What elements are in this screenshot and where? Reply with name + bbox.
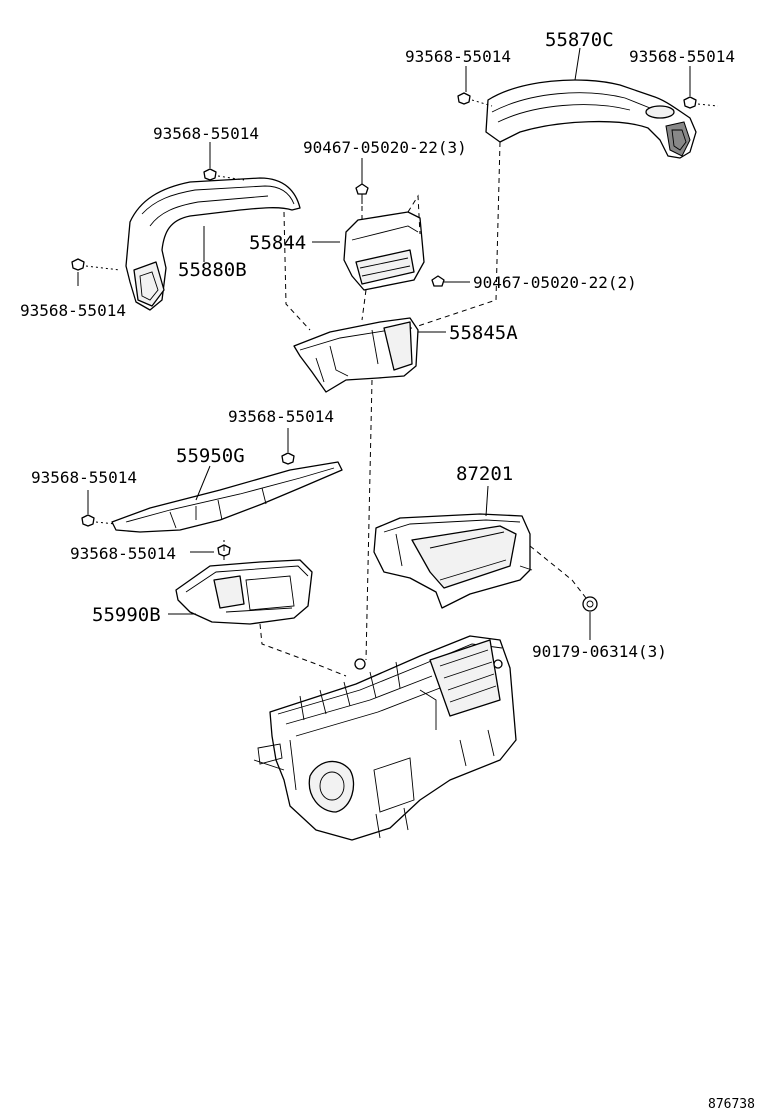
duct-55845A: [293, 317, 419, 393]
label-90179-06314: 90179-06314(3): [532, 642, 667, 661]
reference-number: 876738: [708, 1097, 755, 1112]
clip-icon: [582, 596, 598, 612]
label-55990B: 55990B: [92, 604, 161, 626]
bolt-icon: [683, 96, 697, 109]
label-93568-55014: 93568-55014: [405, 47, 511, 66]
label-93568-55014: 93568-55014: [31, 468, 137, 487]
label-93568-55014: 93568-55014: [70, 544, 176, 563]
label-55880B: 55880B: [178, 259, 247, 281]
bolt-icon: [457, 92, 471, 105]
label-55844: 55844: [249, 232, 306, 254]
label-93568-55014: 93568-55014: [153, 124, 259, 143]
duct-87201: [373, 513, 533, 609]
duct-55870C: [485, 79, 697, 159]
duct-55880B: [125, 177, 301, 311]
label-55870C: 55870C: [545, 29, 614, 51]
label-93568-55014: 93568-55014: [228, 407, 334, 426]
label-93568-55014: 93568-55014: [20, 301, 126, 320]
hvac-unit: [253, 635, 517, 841]
clip-icon: [355, 183, 369, 204]
label-90467-05020-22: 90467-05020-22(2): [473, 273, 637, 292]
bolt-icon: [81, 514, 95, 527]
label-55845A: 55845A: [449, 322, 518, 344]
duct-55950G: [111, 461, 343, 533]
duct-55844: [343, 194, 425, 291]
label-87201: 87201: [456, 463, 513, 485]
bolt-icon: [71, 258, 85, 271]
bolt-icon: [203, 168, 217, 181]
label-93568-55014: 93568-55014: [629, 47, 735, 66]
bolt-icon: [281, 452, 295, 465]
clip-icon: [431, 275, 445, 287]
label-55950G: 55950G: [176, 445, 245, 467]
duct-55990B: [175, 559, 313, 625]
label-90467-05020-22: 90467-05020-22(3): [303, 138, 467, 157]
